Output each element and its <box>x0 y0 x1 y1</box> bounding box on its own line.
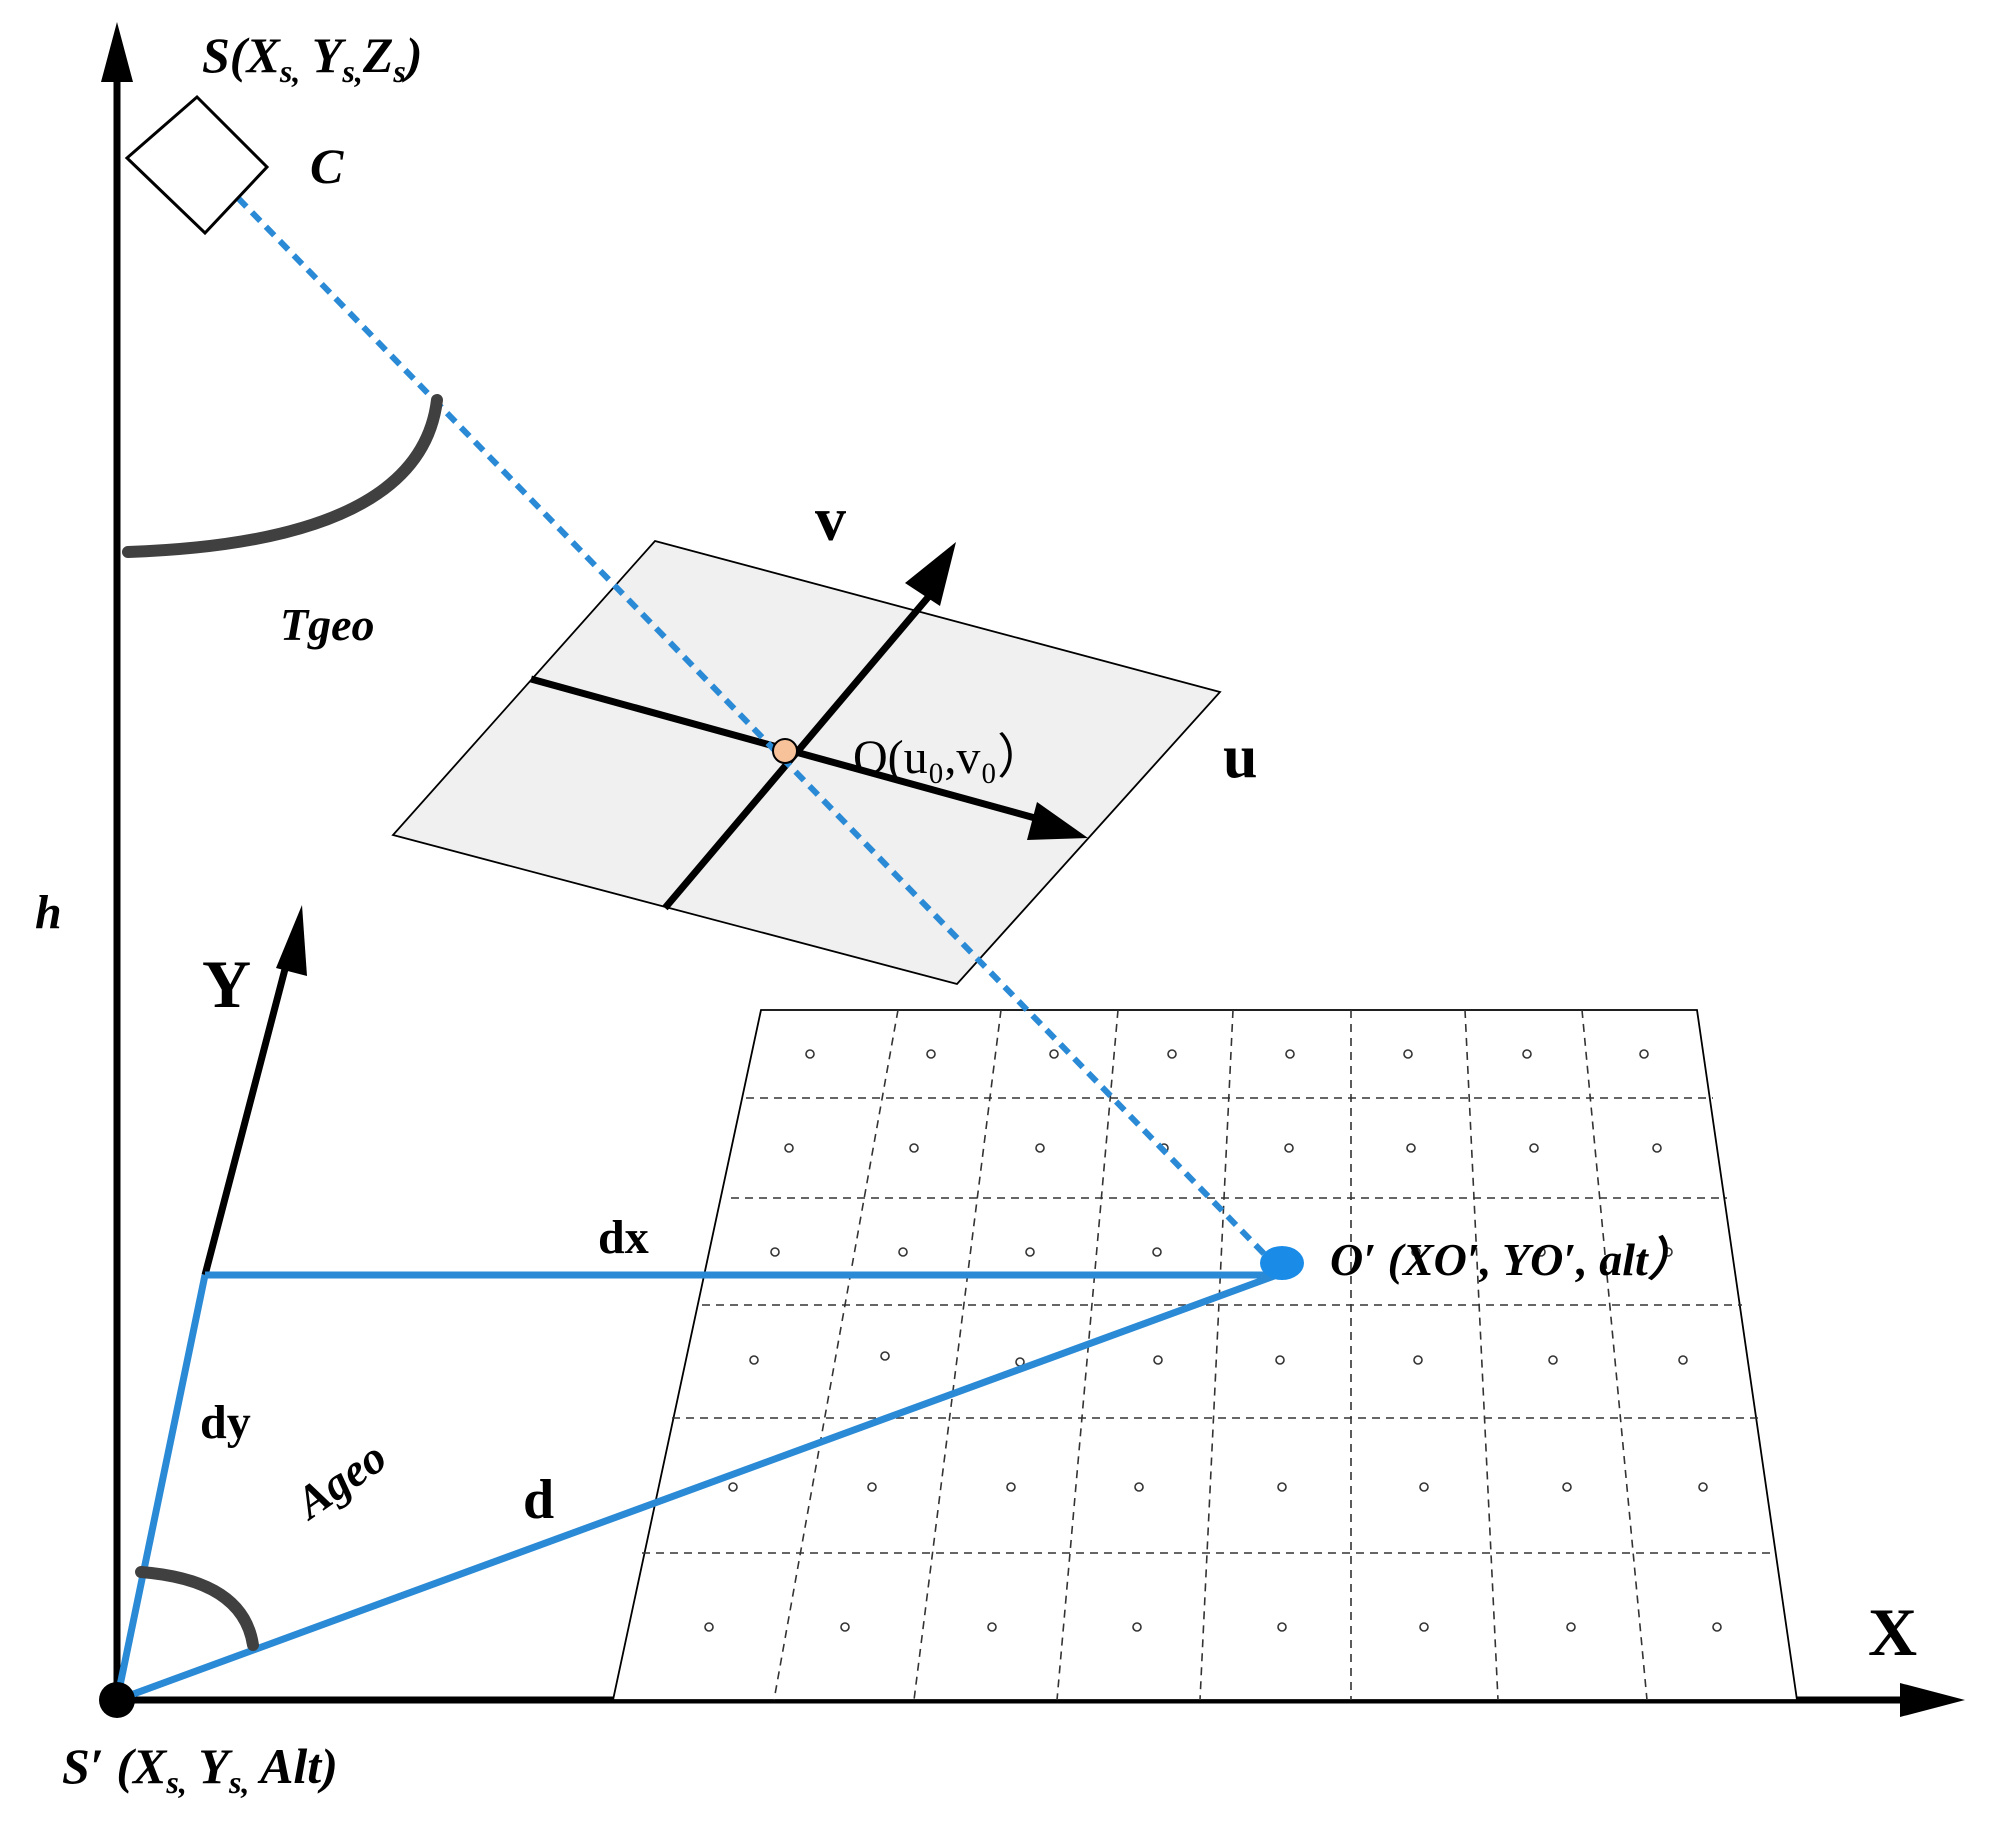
ground-offset-triangle <box>113 1271 1279 1704</box>
azimuth-angle-arc <box>135 1566 259 1651</box>
camera-icon <box>124 94 270 236</box>
ground-point-label: O′ (XO′, YO′, alt） <box>1330 1234 1694 1285</box>
ground-grid <box>611 1009 1799 1701</box>
y-axis-label: Y <box>202 946 251 1022</box>
azimuth-angle-label: Ageo <box>284 1431 395 1530</box>
nadir-point-label: S′ (Xs, Ys, Alt) <box>62 1738 338 1800</box>
camera-position-label: S(Xs, Ys,Zs) <box>202 27 423 89</box>
y-axis <box>201 949 294 1276</box>
vertical-axis-arrowhead <box>101 22 133 82</box>
image-v-label: v <box>815 486 846 554</box>
line-of-sight-ray <box>235 195 1276 1266</box>
distance-label: d <box>523 1469 554 1531</box>
x-axis-arrowhead <box>1900 1683 1965 1717</box>
principal-point-label: O(u₀,v₀） <box>853 731 1045 784</box>
dy-label: dy <box>200 1396 251 1449</box>
dy-segment <box>113 1274 209 1701</box>
tilt-angle-arc <box>122 394 443 558</box>
nadir-point-marker <box>99 1682 135 1718</box>
image-v-arrowhead <box>905 542 956 606</box>
tilt-angle-label: Tgeo <box>280 599 375 650</box>
dx-label: dx <box>598 1211 649 1264</box>
image-plane <box>391 539 1222 986</box>
height-label: h <box>35 886 62 939</box>
d-segment <box>115 1271 1279 1704</box>
ground-point-marker <box>1260 1246 1304 1280</box>
y-axis-arrowhead <box>276 905 307 976</box>
camera-label: C <box>310 138 344 194</box>
image-u-label: u <box>1223 723 1257 791</box>
principal-point-marker <box>772 738 798 764</box>
x-axis-label: X <box>1868 1594 1917 1670</box>
image-u-arrowhead <box>1027 802 1088 840</box>
